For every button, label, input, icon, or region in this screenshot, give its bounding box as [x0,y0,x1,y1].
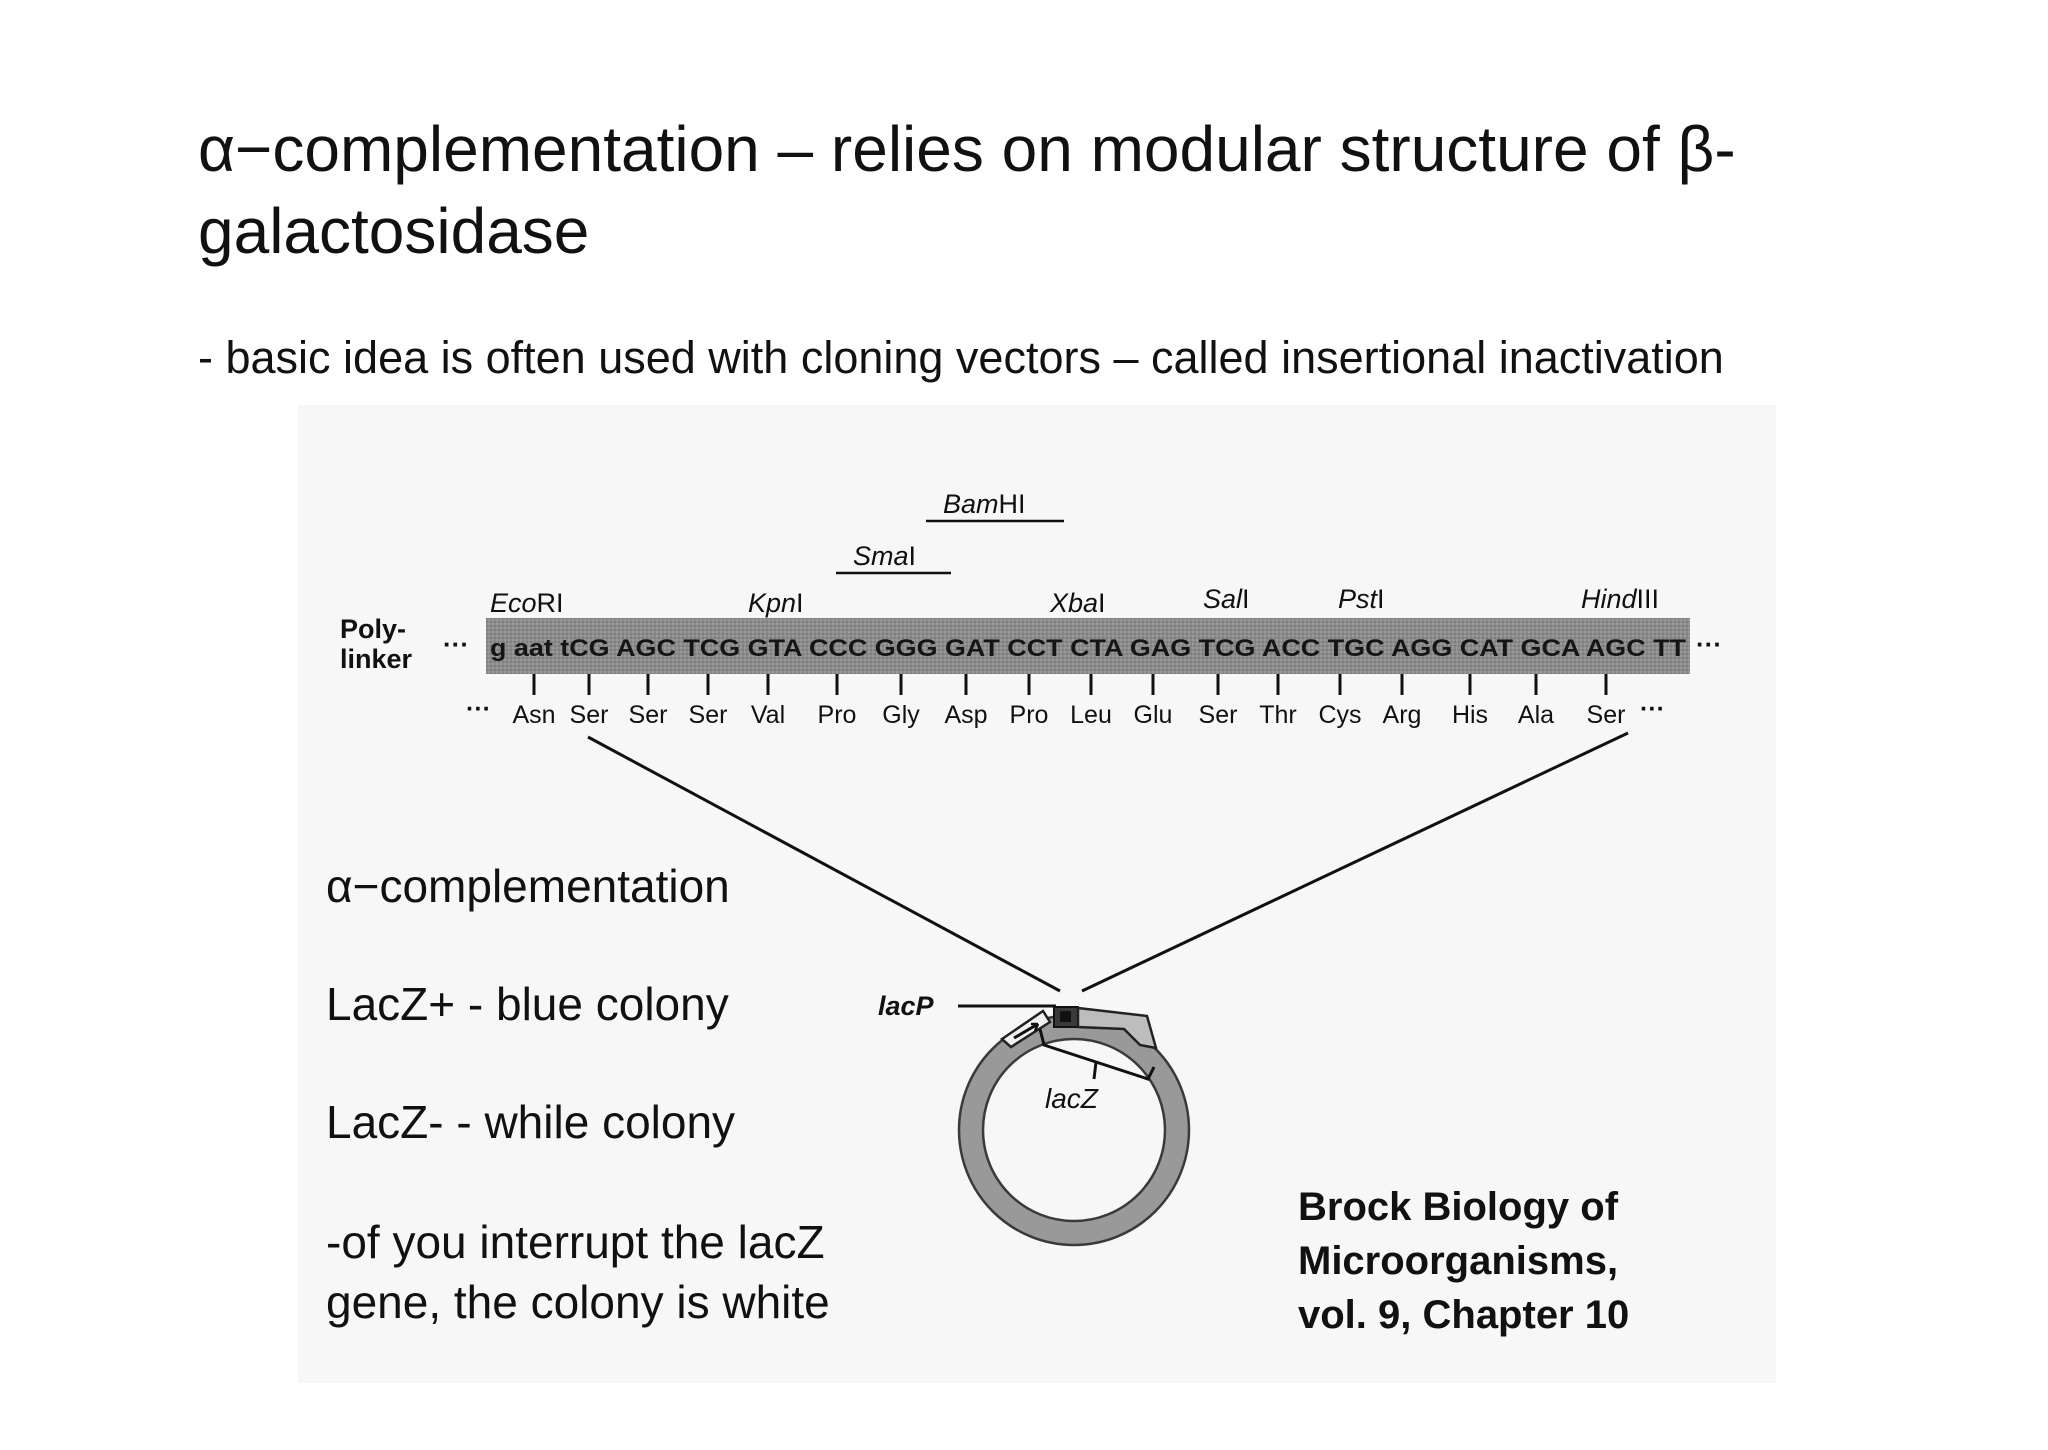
amino-acid: Pro [818,701,857,729]
kpni-label: KpnI [748,588,804,618]
lacz-negative-note: LacZ- - while colony [326,1096,736,1148]
lacz-segment [1076,1006,1158,1050]
amino-acid: Asp [944,701,987,729]
citation: Brock Biology of Microorganisms, vol. 9,… [1298,1180,1629,1342]
slide-subtitle: - basic idea is often used with cloning … [198,332,1724,383]
polylinker-plasmid-diagram: EcoRI KpnI SmaI BamHI XbaI SalI PstI Hin… [340,489,1722,1247]
amino-acid: Arg [1383,701,1422,729]
lacz-interruption-note: -of you interrupt the lacZ gene, the col… [326,1212,830,1332]
amino-acid: Leu [1070,701,1112,729]
amino-acid: Pro [1010,701,1049,729]
amino-acid: Gly [882,701,920,729]
amino-acid: Asn [512,701,555,729]
lacp-label: lacP [878,991,935,1021]
lacz-bracket [1038,1028,1156,1081]
lacz-positive-note: LacZ+ - blue colony [326,978,729,1030]
amino-acid: Val [751,701,785,729]
plasmid-ring [959,1015,1189,1245]
left-ellipsis: ··· [443,629,469,659]
right-ellipsis: ··· [1696,629,1722,659]
plasmid-ring-outer-edge [957,1013,1191,1247]
amino-acid: Glu [1134,701,1173,729]
citation-line: Microorganisms, [1298,1239,1619,1283]
lacz-interruption-line: gene, the colony is white [326,1276,830,1328]
expansion-line-left [587,735,1061,993]
amino-acid: Ser [689,701,728,729]
hindiii-label: HindIII [1581,584,1659,614]
expansion-line-right [1081,731,1629,993]
amino-acid-row: Asn Ser Ser Ser Val Pro Gly Asp Pro Leu … [512,701,1625,729]
aa-left-ellipsis: ··· [466,695,491,723]
amino-acid: Ser [570,701,609,729]
amino-acid: Cys [1318,701,1361,729]
alpha-complementation-note: α−complementation [326,860,730,912]
dna-sequence: g aat tCG AGC TCG GTA CCC GGG GAT CCT CT… [490,635,1686,662]
smai-label: SmaI [853,541,916,571]
aa-right-ellipsis: ··· [1640,695,1665,723]
bamhi-label: BamHI [943,489,1026,519]
sali-label: SalI [1203,584,1250,614]
xbai-label: XbaI [1049,588,1106,618]
promoter-arrow [1013,1022,1039,1040]
citation-line: Brock Biology of [1298,1185,1619,1229]
amino-acid: Ser [1199,701,1238,729]
lacz-interruption-line: -of you interrupt the lacZ [326,1216,825,1268]
polylinker-insert-center [1060,1011,1071,1022]
amino-acid: Ala [1518,701,1554,729]
lacz-label: lacZ [1045,1083,1099,1114]
promoter-arrowhead [1031,1022,1040,1032]
ecori-label: EcoRI [490,588,564,618]
citation-line: vol. 9, Chapter 10 [1298,1293,1630,1337]
psti-label: PstI [1338,584,1385,614]
polylinker-label: Poly- linker [340,614,414,674]
codon-ticks [532,674,1608,695]
amino-acid: Ser [629,701,668,729]
sequence-band [486,618,1690,674]
plasmid-ring-inner-edge [981,1037,1167,1223]
slide-title: α−complementation – relies on modular st… [198,113,1736,267]
amino-acid: Ser [1587,701,1626,729]
amino-acid: Thr [1259,701,1297,729]
amino-acid: His [1452,701,1488,729]
